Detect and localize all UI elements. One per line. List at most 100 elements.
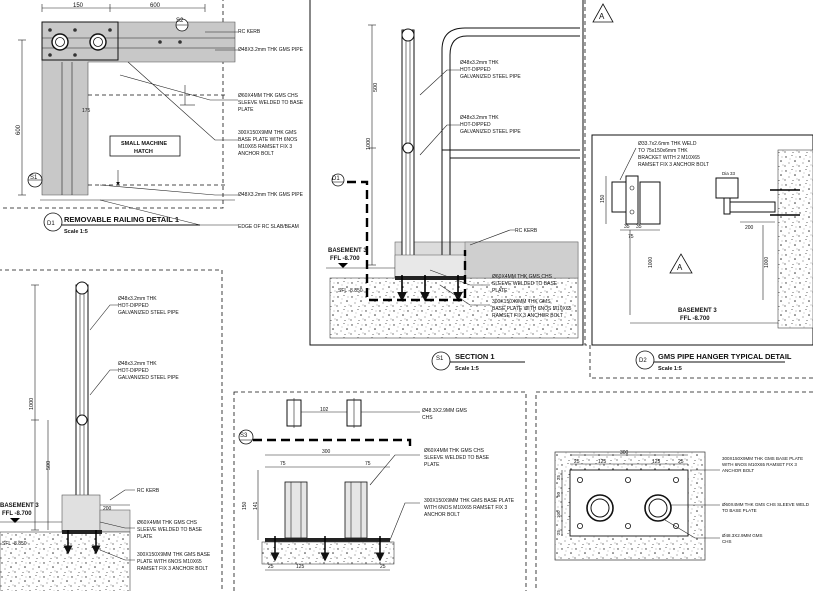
border-s3: [233, 391, 527, 591]
plan-dim-25c: 25: [556, 474, 561, 480]
left-dim-500: 500: [46, 461, 52, 470]
s3-dim-141: 141: [253, 501, 259, 510]
s3-pipe-2: CHS: [422, 415, 433, 421]
s1-scale: Scale 1:5: [455, 366, 479, 372]
left-note-bp-2: PLATE WITH 6NOS M10X65: [137, 559, 202, 565]
marker-s1-title: [431, 351, 451, 371]
left-note-p1-1: Ø48x3.2mm THK: [118, 296, 157, 302]
d2-dim-75: 75: [628, 234, 634, 240]
s1-sfl: SFL -8.850: [338, 288, 363, 294]
hatch-label-2: HATCH: [134, 149, 153, 155]
plan-note-3-2: CHS: [722, 539, 732, 544]
d2-note-1: Ø33.7x2.6mm THK WELD: [638, 141, 697, 147]
s1-note-sl-3: PLATE: [492, 288, 508, 294]
left-basement: BASEMENT 3: [0, 503, 39, 509]
marker-s2-label: S2: [176, 18, 184, 24]
left-note-p1-3: GALVANIZED STEEL PIPE: [118, 310, 179, 316]
marker-d1-title: [43, 212, 63, 232]
left-note-bp-1: 300X150X9MM THK GMS BASE: [137, 552, 211, 558]
note-sleeve-2: SLEEVE WELDED TO BASE: [238, 100, 304, 106]
d1-title: REMOVABLE RAILING DETAIL 1: [64, 215, 179, 224]
plan-note-1-3: ANCHOR BOLT: [722, 468, 754, 473]
d2-dim-1000: 1000: [648, 257, 654, 268]
plan-dim-50: 50: [556, 491, 561, 497]
s3-dim-25a: 25: [268, 564, 274, 570]
machine-hatch-box: [109, 135, 181, 157]
s1-note-p1-1: Ø48x3.2mm THK: [460, 60, 499, 66]
note-pipe-d1: Ø48X3.2mm THK GMS PIPE: [238, 47, 304, 53]
border-d2: [591, 134, 813, 346]
marker-a-d2-label: A: [677, 263, 683, 272]
note-base-4: ANCHOR BOLT: [238, 151, 274, 157]
s1-note-rc: RC KERB: [515, 228, 538, 234]
plan-note-3-1: Ø48.3X2.9MM GMS: [722, 533, 763, 538]
note-rc-kerb-d1: RC KERB: [238, 29, 261, 35]
plan-dim-25d: 25: [556, 529, 561, 535]
left-note-sl-3: PLATE: [137, 534, 153, 540]
note-sleeve-3: PLATE: [238, 107, 254, 113]
plan-dim-100: 100: [556, 510, 561, 518]
detail-s3: 102 Ø48.3X2.9MM GMS CHS S3 300 75 75 150…: [238, 398, 515, 571]
s1-note-p2-3: GALVANIZED STEEL PIPE: [460, 129, 521, 135]
dim-600: 600: [150, 3, 161, 9]
s1-note-sl-1: Ø60X4MM THK GMS CHS: [492, 274, 553, 280]
d1-scale: Scale 1:5: [64, 229, 88, 235]
s1-title: SECTION 1: [455, 352, 495, 361]
s1-ffl: FFL -8.700: [330, 256, 360, 262]
s3-dim-300: 300: [322, 449, 331, 455]
left-sfl: SFL -8.850: [2, 541, 27, 547]
detail-d1: 150 600 600 175 S2 SMALL MACHINE HATCH: [16, 3, 304, 235]
left-ffl: FFL -8.700: [2, 511, 32, 517]
left-note-sl-1: Ø60X4MM THK GMS CHS: [137, 520, 198, 526]
d2-dia33: Dia 33: [722, 171, 736, 176]
d2-scale: Scale 1:5: [658, 366, 682, 372]
s1-note-sl-2: SLEEVE WELDED TO BASE: [492, 281, 558, 287]
s1-note-bp-1: 300X150X9MM THK GMS: [492, 299, 551, 305]
detail-left-elevation: 1000 500 200 BASEMENT 3 FFL -8.700 SFL -…: [0, 281, 211, 591]
plan-dim-25a: 25: [574, 459, 580, 465]
dim-175: 175: [82, 108, 91, 114]
border-plan: [535, 391, 813, 591]
left-note-p1-2: HOT-DIPPED: [118, 303, 149, 309]
plan-note-1-1: 300X150X9MM THK GMS BASE PLATE: [722, 456, 803, 461]
d2-dim-200: 200: [745, 225, 754, 231]
plan-dim-300: 300: [620, 450, 629, 456]
border-s1: [309, 0, 584, 346]
left-note-sl-2: SLEEVE WELDED TO BASE: [137, 527, 203, 533]
d2-note-3: BRACKET WITH 2 M10X65: [638, 155, 700, 161]
s1-note-p1-3: GALVANIZED STEEL PIPE: [460, 74, 521, 80]
marker-s1-title-label: S1: [436, 356, 444, 362]
note-base-3: M10X65 RAMSET FIX 3: [238, 144, 292, 150]
d2-dim-35a: 35: [624, 224, 630, 230]
plan-dim-125b: 125: [652, 459, 661, 465]
d2-dim-35b: 35: [636, 224, 642, 230]
s3-dim-102: 102: [320, 407, 329, 413]
s3-note-sl-1: Ø60X4MM THK GMS CHS: [424, 448, 485, 454]
d2-dim-1000b: 1000: [764, 257, 770, 268]
hatch-label-1: SMALL MACHINE: [121, 141, 167, 147]
s1-note-p1-2: HOT-DIPPED: [460, 67, 491, 73]
plan-note-2-1: Ø60X4MM THK GMS CHS SLEEVE WELD: [722, 502, 810, 507]
d2-basement: BASEMENT 3: [678, 308, 717, 314]
section-s1: 500 1000 BASEMENT 3 FFL -8.700 SFL -8.85…: [326, 24, 580, 372]
s1-note-bp-2: BASE PLATE WITH 6NOS M10X65: [492, 306, 572, 312]
marker-d2-title: [635, 350, 655, 370]
s1-note-bp-3: RAMSET FIX 3 ANCHOR BOLT: [492, 313, 563, 319]
s3-note-bp-3: ANCHOR BOLT: [424, 512, 460, 518]
note-pipe2-d1: Ø48X3.2mm THK GMS PIPE: [238, 192, 304, 198]
marker-s1-top-label: S1: [30, 175, 38, 181]
d2-ffl: FFL -8.700: [680, 316, 710, 322]
s1-dim-1000: 1000: [366, 138, 372, 150]
plan-dim-125a: 125: [598, 459, 607, 465]
left-note-bp-3: RAMSET FIX 3 ANCHOR BOLT: [137, 566, 208, 572]
border-left: [0, 269, 223, 591]
s1-dim-500: 500: [373, 83, 379, 92]
marker-d1-title-label: D1: [47, 221, 55, 227]
note-edge: EDGE OF RC SLAB/BEAM: [238, 224, 299, 230]
d2-note-2: TO 75x150x6mm THK: [638, 148, 688, 154]
marker-d1-s1: [331, 173, 345, 187]
s3-dim-125: 125: [296, 564, 305, 570]
s3-note-bp-2: WITH 6NOS M10X65 RAMSET FIX 3: [424, 505, 507, 511]
